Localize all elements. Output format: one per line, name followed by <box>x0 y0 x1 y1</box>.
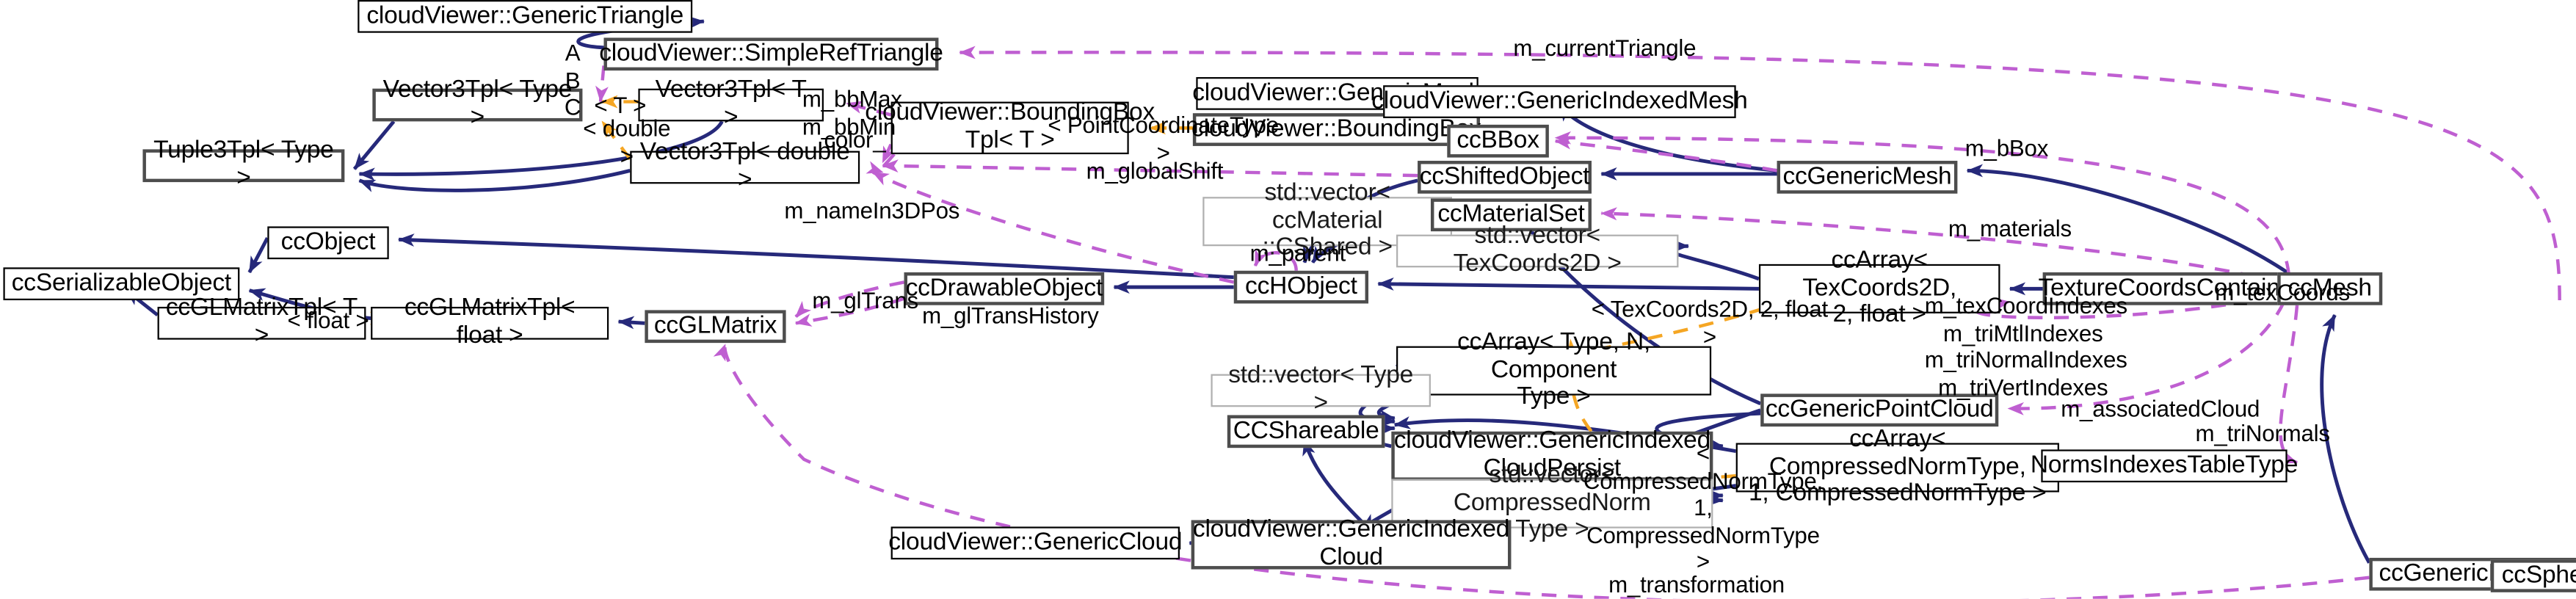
node-ccarray-texcoords2d[interactable]: ccArray< TexCoords2D, 2, float > <box>1758 246 2000 329</box>
edge-label-gltrans: m_glTrans <box>812 287 918 313</box>
edge-label-float: < float > <box>287 306 369 333</box>
node-ccarray-compressed-norm[interactable]: ccArray< CompressedNormType, 1, Compress… <box>1735 425 2059 507</box>
node-ccglmatrix[interactable]: ccGLMatrix <box>645 310 786 344</box>
node-bounding-box-tpl[interactable]: cloudViewer::BoundingBox Tpl< T > <box>865 98 1155 155</box>
node-ccsphere[interactable]: ccSphere <box>2490 559 2576 592</box>
node-ccgenericpointcloud[interactable]: ccGenericPointCloud <box>1760 393 1999 427</box>
node-ccdrawableobject[interactable]: ccDrawableObject <box>904 272 1105 305</box>
node-ccmaterialset[interactable]: ccMaterialSet <box>1430 198 1592 232</box>
node-generic-indexed-cloud[interactable]: cloudViewer::GenericIndexed Cloud <box>1191 515 1512 571</box>
edge-label-color: color_ <box>824 126 886 153</box>
node-stdvector-type[interactable]: std::vector< Type > <box>1211 361 1431 416</box>
edge-label-current-triangle: m_currentTriangle <box>1513 34 1697 61</box>
node-ccmesh[interactable]: ccMesh <box>2277 272 2383 305</box>
node-generic-triangle[interactable]: cloudViewer::GenericTriangle <box>358 0 693 33</box>
node-ccserializableobject[interactable]: ccSerializableObject <box>3 267 240 301</box>
edge-label-global-shift: m_globalShift <box>1086 157 1224 184</box>
edge-label-parent: m_parent <box>1249 239 1346 266</box>
node-ccglmatrixtpl-float[interactable]: ccGLMatrixTpl< float > <box>371 294 609 349</box>
node-ccarray-type-n[interactable]: ccArray< Type, N, Component Type > <box>1396 328 1712 410</box>
node-vector3tpl-t[interactable]: Vector3Tpl< T > <box>638 76 824 131</box>
node-tuple3tpl-type[interactable]: Tuple3Tpl< Type > <box>142 137 345 192</box>
edge-label-compressed-norm-tpl: < CompressedNormType, 1, CompressedNormT… <box>1583 439 1824 575</box>
edge-label-t: < T > <box>594 92 647 118</box>
node-ccgenericmesh[interactable]: ccGenericMesh <box>1777 161 1958 194</box>
node-ccbbox[interactable]: ccBBox <box>1447 124 1549 158</box>
node-generic-indexed-mesh[interactable]: cloudViewer::GenericIndexedMesh <box>1371 85 1748 118</box>
node-vector3tpl-type[interactable]: Vector3Tpl< Type > <box>372 76 583 131</box>
node-generic-cloud[interactable]: cloudViewer::GenericCloud <box>888 526 1183 560</box>
edge-label-texcoords2d-2-float: < TexCoords2D, 2, float > <box>1591 295 1828 349</box>
edge-label-texcoords: m_texCoords <box>2215 278 2350 305</box>
edge-label-transformation: m_transformation <box>1608 570 1785 598</box>
edge-label-bbox-right: m_bBox <box>1964 134 2049 161</box>
node-texturecoordscontainer[interactable]: TextureCoordsContainer <box>2039 272 2301 305</box>
node-cchobject[interactable]: ccHObject <box>1233 270 1369 304</box>
node-simple-ref-triangle[interactable]: cloudViewer::SimpleRefTriangle <box>599 37 943 71</box>
edge-label-name-in-3d-pos: m_nameIn3DPos <box>784 197 960 223</box>
node-ccobject[interactable]: ccObject <box>267 226 389 260</box>
edge-label-gltranshistory: m_glTransHistory <box>922 302 1099 329</box>
node-normsindexestabletype[interactable]: NormsIndexesTableType <box>2031 449 2298 483</box>
node-bounding-box[interactable]: cloudViewer::BoundingBox <box>1191 113 1481 146</box>
node-ccshareable[interactable]: CCShareable <box>1227 415 1385 449</box>
node-stdvector-texcoords2d[interactable]: std::vector< TexCoords2D > <box>1396 222 1679 277</box>
edge-label-trinormals: m_triNormals <box>2195 420 2330 446</box>
edge-label-associated-cloud: m_associatedCloud <box>2061 395 2260 422</box>
node-ccshiftedobject[interactable]: ccShiftedObject <box>1418 161 1592 194</box>
edge-label-abc: A B C <box>564 39 581 120</box>
edge-label-materials: m_materials <box>1948 214 2072 242</box>
edge-label-bbmax-bbmin: m_bbMax m_bbMin <box>802 85 902 139</box>
edge-label-double: < double > <box>583 115 671 169</box>
edge-label-mesh-indexes: m_texCoordIndexes m_triMtlIndexes m_triN… <box>1924 291 2127 400</box>
node-ccglmatrixtpl-t[interactable]: ccGLMatrixTpl< T > <box>157 294 366 349</box>
edge-label-point-coordinate-type: < PointCoordinateType > <box>1048 111 1279 165</box>
